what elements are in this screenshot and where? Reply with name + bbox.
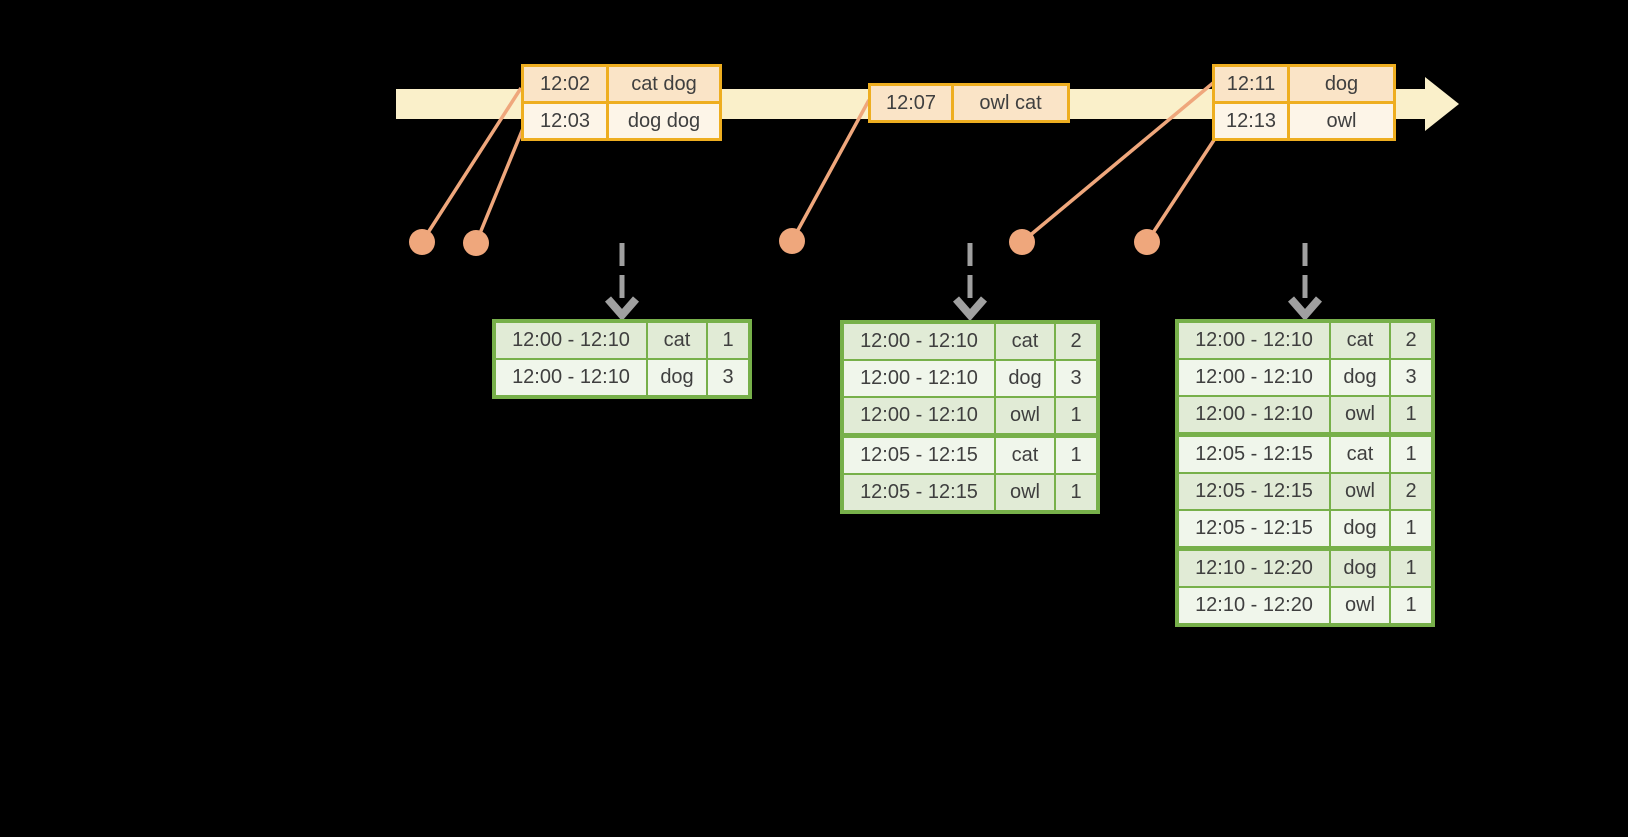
result-count-cell: 1 xyxy=(1056,438,1096,473)
result-window-cell: 12:00 - 12:10 xyxy=(844,361,994,396)
result-window-cell: 12:05 - 12:15 xyxy=(844,438,994,473)
trigger-arrowhead-icon xyxy=(604,296,640,322)
result-count-cell: 1 xyxy=(1391,397,1431,432)
result-word-cell: cat xyxy=(1331,323,1389,358)
event-words-cell: dog dog xyxy=(609,104,719,138)
result-word-cell: owl xyxy=(996,398,1054,433)
event-dots xyxy=(409,228,1160,256)
result-word-cell: dog xyxy=(1331,360,1389,395)
result-window-cell: 12:00 - 12:10 xyxy=(1179,397,1329,432)
event-dot-icon xyxy=(1134,229,1160,255)
result-word-cell: cat xyxy=(1331,437,1389,472)
result-window-cell: 12:05 - 12:15 xyxy=(844,475,994,510)
event-words-cell: owl xyxy=(1290,104,1393,138)
event-dot-icon xyxy=(779,228,805,254)
result-count-cell: 1 xyxy=(1056,398,1096,433)
result-count-cell: 1 xyxy=(1391,551,1431,586)
result-window-cell: 12:10 - 12:20 xyxy=(1179,551,1329,586)
result-window-cell: 12:05 - 12:15 xyxy=(1179,474,1329,509)
result-count-cell: 1 xyxy=(1391,437,1431,472)
result-window-cell: 12:10 - 12:20 xyxy=(1179,588,1329,623)
result-word-cell: cat xyxy=(996,324,1054,359)
result-count-cell: 1 xyxy=(1056,475,1096,510)
event-words-cell: owl cat xyxy=(954,86,1067,120)
event-dot-icon xyxy=(1009,229,1035,255)
result-count-cell: 1 xyxy=(1391,588,1431,623)
result-word-cell: owl xyxy=(1331,397,1389,432)
result-window-cell: 12:00 - 12:10 xyxy=(1179,360,1329,395)
event-dot-icon xyxy=(409,229,435,255)
result-window-cell: 12:00 - 12:10 xyxy=(496,360,646,395)
result-count-cell: 1 xyxy=(708,323,748,358)
event-words-cell: dog xyxy=(1290,67,1393,101)
result-count-cell: 2 xyxy=(1391,474,1431,509)
result-word-cell: dog xyxy=(648,360,706,395)
result-window-cell: 12:05 - 12:15 xyxy=(1179,511,1329,546)
result-window-cell: 12:05 - 12:15 xyxy=(1179,437,1329,472)
result-count-cell: 3 xyxy=(708,360,748,395)
event-time-cell: 12:11 xyxy=(1215,67,1287,101)
result-count-cell: 3 xyxy=(1391,360,1431,395)
timeline-arrowhead-icon xyxy=(1425,77,1459,131)
trigger-arrowhead-icon xyxy=(1287,296,1323,322)
event-time-cell: 12:13 xyxy=(1215,104,1287,138)
result-count-cell: 2 xyxy=(1391,323,1431,358)
leader-line xyxy=(420,87,523,243)
event-dot-icon xyxy=(463,230,489,256)
result-window-cell: 12:00 - 12:10 xyxy=(844,324,994,359)
result-window-cell: 12:00 - 12:10 xyxy=(844,398,994,433)
result-word-cell: owl xyxy=(996,475,1054,510)
result-count-cell: 2 xyxy=(1056,324,1096,359)
event-time-cell: 12:07 xyxy=(871,86,951,120)
result-word-cell: owl xyxy=(1331,588,1389,623)
result-word-cell: dog xyxy=(1331,551,1389,586)
result-window-cell: 12:00 - 12:10 xyxy=(1179,323,1329,358)
result-word-cell: owl xyxy=(1331,474,1389,509)
leader-line xyxy=(474,125,526,244)
result-count-cell: 1 xyxy=(1391,511,1431,546)
event-words-cell: cat dog xyxy=(609,67,719,101)
event-time-cell: 12:03 xyxy=(524,104,606,138)
result-word-cell: cat xyxy=(996,438,1054,473)
result-word-cell: cat xyxy=(648,323,706,358)
result-count-cell: 3 xyxy=(1056,361,1096,396)
leader-line xyxy=(1145,139,1216,243)
leader-line xyxy=(790,99,871,242)
trigger-arrows xyxy=(604,243,1323,322)
result-window-cell: 12:00 - 12:10 xyxy=(496,323,646,358)
result-word-cell: dog xyxy=(1331,511,1389,546)
event-time-cell: 12:02 xyxy=(524,67,606,101)
trigger-arrowhead-icon xyxy=(952,296,988,322)
result-word-cell: dog xyxy=(996,361,1054,396)
event-leader-lines xyxy=(420,81,1216,244)
leader-line xyxy=(1020,81,1215,244)
